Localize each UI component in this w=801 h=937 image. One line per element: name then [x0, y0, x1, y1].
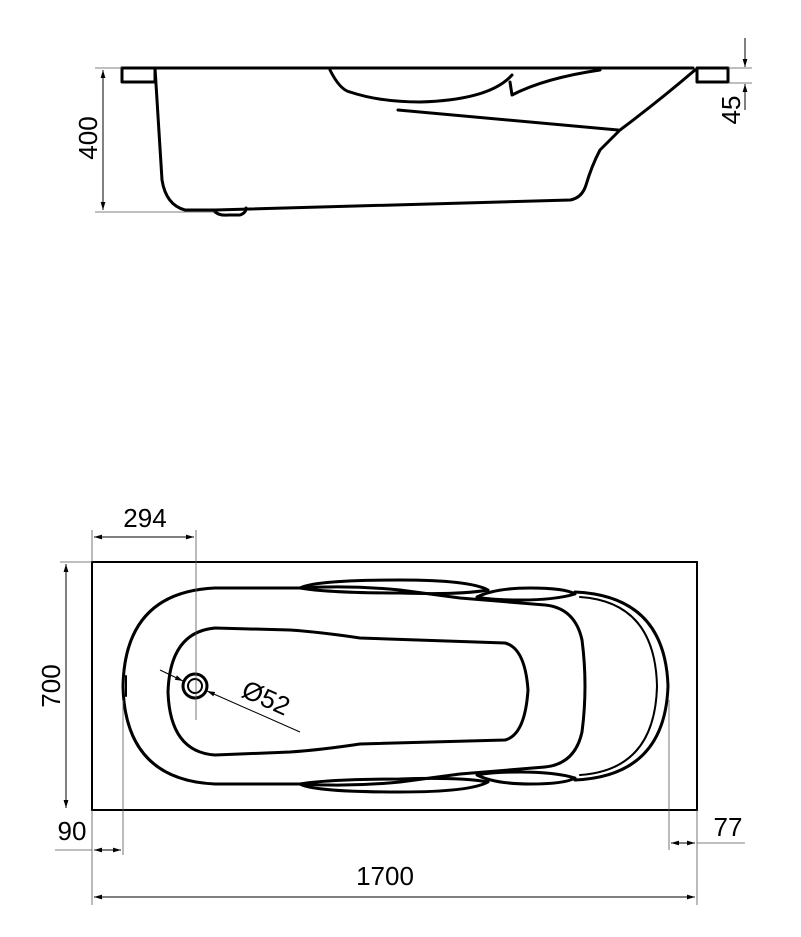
tub-body-outline	[153, 66, 697, 212]
drain-diameter-leader	[206, 690, 301, 733]
tub-rim-left	[120, 66, 157, 84]
armrest-curve	[508, 68, 602, 97]
armrest-top-right	[475, 586, 577, 602]
top-view: Ø52 294 700 90 77 1700	[36, 503, 745, 905]
drain-diameter-arrow	[159, 669, 184, 682]
height-label: 400	[73, 116, 103, 159]
tub-outer-rectangle	[91, 561, 698, 811]
tub-inner-outline	[121, 585, 587, 787]
tub-rim-right	[695, 66, 730, 84]
right-margin-label: 77	[714, 812, 743, 842]
backrest-curve	[328, 68, 514, 104]
drain-outer-circle	[181, 672, 209, 700]
head-end-outline	[573, 590, 670, 782]
tub-basin-outline	[166, 626, 530, 757]
armrest-bottom-right	[475, 770, 577, 786]
left-margin-label: 90	[58, 816, 87, 846]
drain-inner-circle	[187, 678, 203, 694]
drain-foot	[211, 206, 248, 217]
length-label: 1700	[356, 861, 414, 891]
seat-line	[396, 108, 620, 132]
width-label: 700	[36, 664, 66, 707]
head-end-inner	[579, 596, 659, 776]
rim-label: 45	[716, 96, 746, 125]
drain-offset-label: 294	[123, 503, 166, 533]
drain-diameter-label: Ø52	[238, 674, 295, 721]
armrest-top-left	[298, 578, 490, 596]
armrest-bottom-left	[298, 776, 490, 794]
side-view: 400 45	[73, 38, 752, 217]
